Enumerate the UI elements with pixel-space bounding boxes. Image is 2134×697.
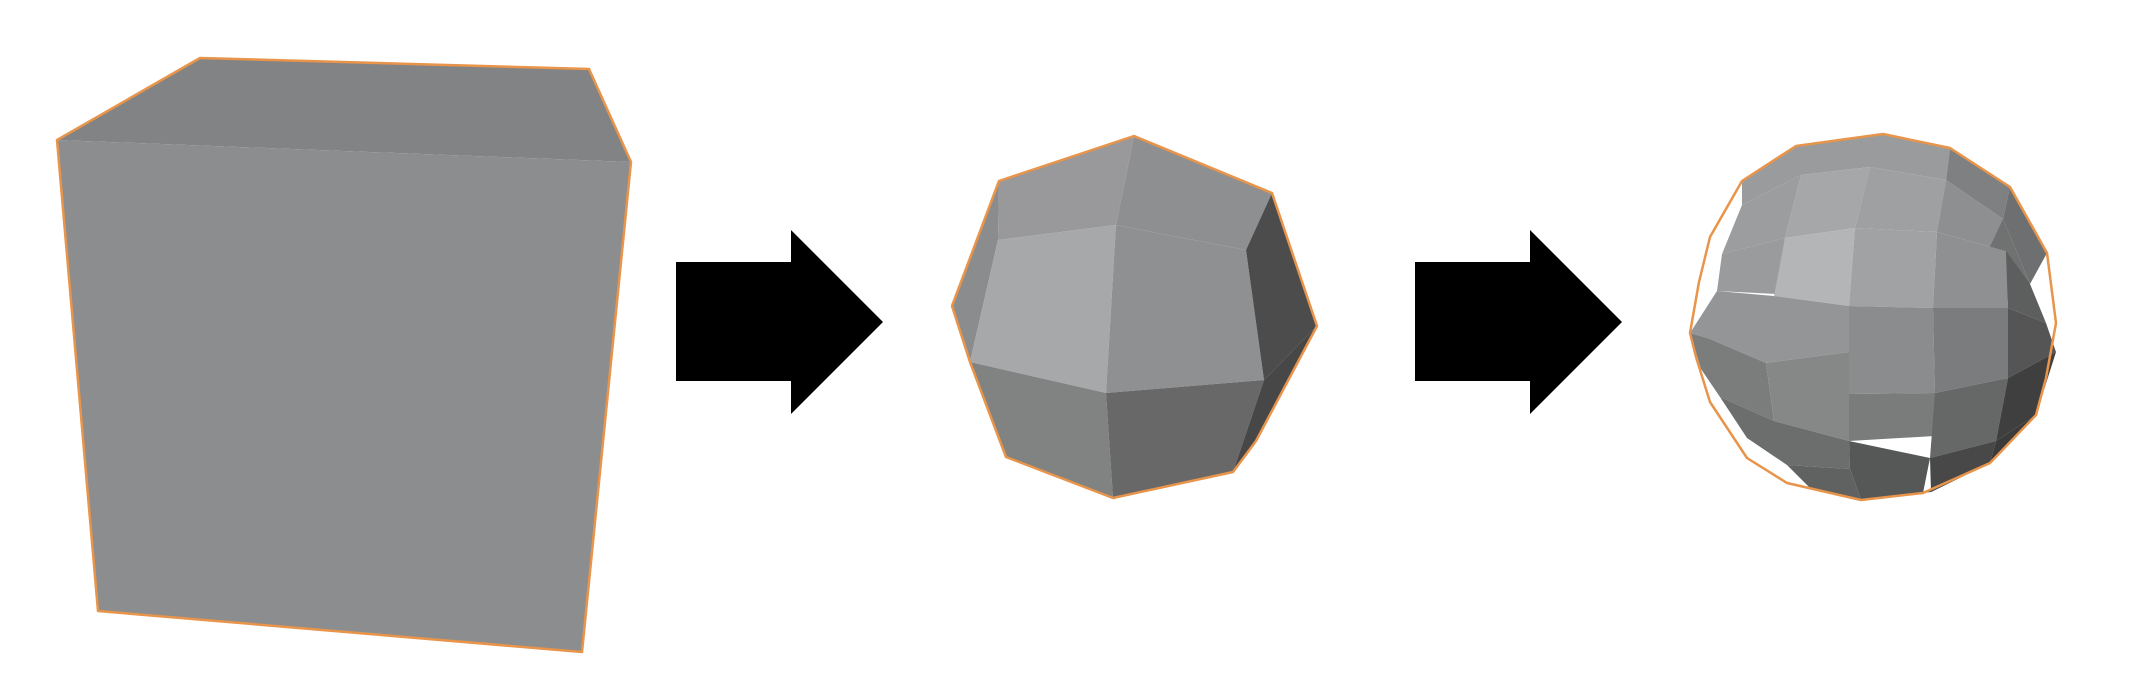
low-poly-sphere-outline — [950, 134, 1319, 500]
cube-top-face — [57, 58, 631, 162]
cube-icon — [55, 56, 633, 654]
cube-outline — [55, 56, 633, 654]
high-poly-sphere-icon — [1688, 132, 2058, 502]
cube-front-face — [57, 140, 631, 652]
right-arrow-icon — [1415, 230, 1622, 414]
low-poly-sphere-icon — [950, 134, 1319, 500]
right-arrow-icon — [676, 230, 883, 414]
high-poly-sphere-outline — [1688, 132, 2058, 502]
